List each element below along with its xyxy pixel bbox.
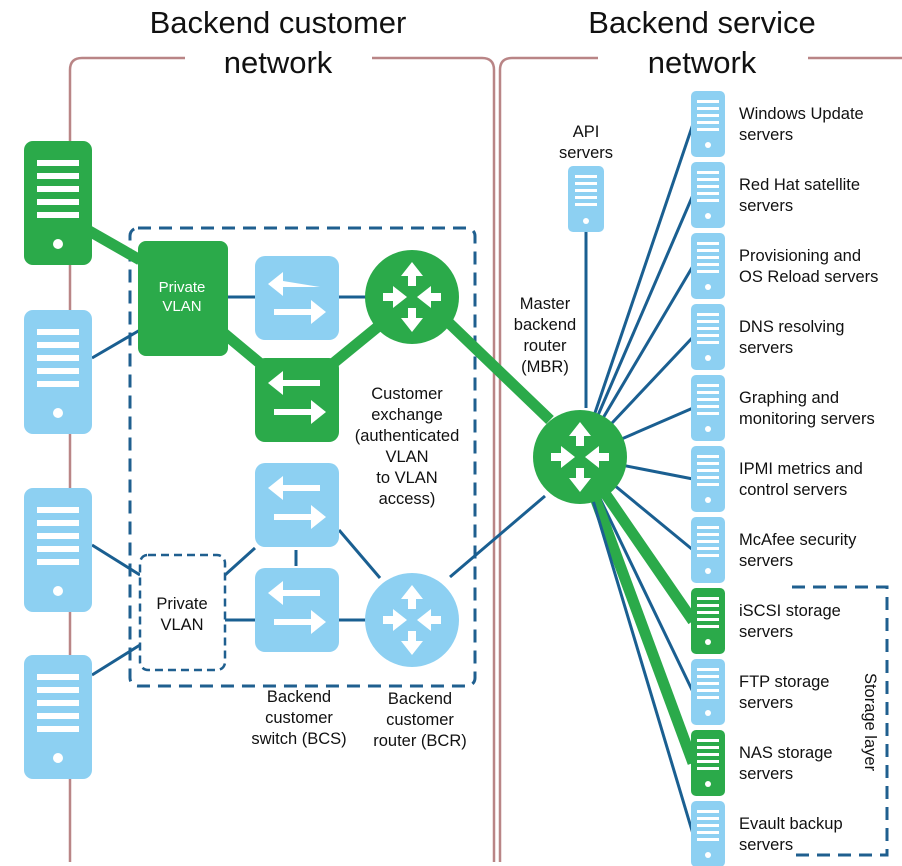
switch-1[interactable] <box>255 256 339 340</box>
customer-exchange-label-4: VLAN <box>385 448 428 466</box>
link-vlan2-switch3 <box>223 546 257 577</box>
mbr-router[interactable] <box>533 410 627 504</box>
service-network-title-line2: network <box>648 45 757 80</box>
mbr-label-4: (MBR) <box>521 358 569 376</box>
customer-exchange-label-2: exchange <box>371 406 443 424</box>
mbr-label-2: backend <box>514 316 576 334</box>
mcafee-servers[interactable] <box>691 517 725 583</box>
evault-backup-servers[interactable] <box>691 801 725 866</box>
nas-storage-servers-label-2: servers <box>739 765 793 783</box>
link-switch3-bcr <box>337 529 382 579</box>
iscsi-storage-servers-label-1: iSCSI storage <box>739 602 841 620</box>
bcs-label-2: customer <box>265 709 333 727</box>
ftp-storage-servers[interactable] <box>691 659 725 725</box>
customer-exchange-label-5: to VLAN <box>376 469 437 487</box>
api-server[interactable] <box>568 166 604 232</box>
private-vlan-top-label-2: VLAN <box>162 298 201 315</box>
dns-resolving-servers-label-2: servers <box>739 339 793 357</box>
red-hat-satellite-servers[interactable] <box>691 162 725 228</box>
red-hat-satellite-servers-label-2: servers <box>739 197 793 215</box>
mcafee-servers-label-2: servers <box>739 552 793 570</box>
link-mbr-windows-update-servers <box>578 123 695 458</box>
customer-server-2[interactable] <box>24 310 92 434</box>
private-vlan-top-label-1: Private <box>159 279 206 296</box>
iscsi-storage-servers-label-2: servers <box>739 623 793 641</box>
switch-3[interactable] <box>255 463 339 547</box>
dns-resolving-servers-label-1: DNS resolving <box>739 318 844 336</box>
mcafee-servers-label-1: McAfee security <box>739 531 857 549</box>
evault-backup-servers-label-1: Evault backup <box>739 815 843 833</box>
customer-network-title-line1: Backend customer <box>150 5 407 40</box>
bcr-label-2: customer <box>386 711 454 729</box>
dns-resolving-servers[interactable] <box>691 304 725 370</box>
mbr-label-1: Master <box>520 295 571 313</box>
link-server2-vlan <box>91 328 141 360</box>
green-link-router-mbr <box>444 318 554 424</box>
link-mbr-evault-backup-servers <box>578 456 695 835</box>
provisioning-servers-label-1: Provisioning and <box>739 247 861 265</box>
customer-exchange-label-6: access) <box>379 490 436 508</box>
customer-server-4[interactable] <box>24 655 92 779</box>
private-vlan-bottom-label-1: Private <box>156 595 207 613</box>
link-bcr-mbr <box>449 494 546 579</box>
windows-update-servers[interactable] <box>691 91 725 157</box>
bcs-label-1: Backend <box>267 688 331 706</box>
connections <box>67 215 588 677</box>
private-vlan-bottom-label-2: VLAN <box>160 616 203 634</box>
red-hat-satellite-servers-label-1: Red Hat satellite <box>739 176 860 194</box>
provisioning-servers-label-2: OS Reload servers <box>739 268 878 286</box>
graphing-monitoring-servers-label-2: monitoring servers <box>739 410 875 428</box>
bcr-label-3: router (BCR) <box>373 732 467 750</box>
switch-4[interactable] <box>255 568 339 652</box>
link-server3-vlan2 <box>91 543 141 577</box>
private-vlan-top[interactable] <box>138 241 228 356</box>
customer-router-top[interactable] <box>365 250 459 344</box>
iscsi-storage-servers[interactable] <box>691 588 725 654</box>
mbr-label-3: router <box>523 337 567 355</box>
link-mbr-nas-storage-servers <box>574 455 699 765</box>
customer-exchange-label-3: (authenticated <box>355 427 460 445</box>
switch-2[interactable] <box>255 358 339 442</box>
service-network-title-line1: Backend service <box>588 5 815 40</box>
nas-storage-servers-label-1: NAS storage <box>739 744 833 762</box>
bcs-label-3: switch (BCS) <box>251 730 346 748</box>
windows-update-servers-label-1: Windows Update <box>739 105 864 123</box>
customer-network-frame <box>68 56 496 862</box>
link-mbr-red-hat-satellite-servers <box>578 194 695 458</box>
storage-layer-boundary <box>792 585 889 857</box>
evault-backup-servers-label-2: servers <box>739 836 793 854</box>
bcr-router[interactable] <box>365 573 459 667</box>
bcr-label-1: Backend <box>388 690 452 708</box>
ftp-storage-servers-label-1: FTP storage <box>739 673 829 691</box>
customer-network-title-line2: network <box>224 45 333 80</box>
customer-server-3[interactable] <box>24 488 92 612</box>
service-network-frame <box>498 56 902 862</box>
storage-layer-label: Storage layer <box>861 673 879 772</box>
api-label-2: servers <box>559 144 613 162</box>
customer-exchange-label-1: Customer <box>371 385 443 403</box>
link-server4-vlan2 <box>91 643 141 677</box>
customer-server-1[interactable] <box>24 141 92 265</box>
graphing-monitoring-servers[interactable] <box>691 375 725 441</box>
provisioning-servers[interactable] <box>691 233 725 299</box>
ipmi-servers-label-1: IPMI metrics and <box>739 460 863 478</box>
nas-storage-servers[interactable] <box>691 730 725 796</box>
ipmi-servers-label-2: control servers <box>739 481 847 499</box>
windows-update-servers-label-2: servers <box>739 126 793 144</box>
ipmi-servers[interactable] <box>691 446 725 512</box>
ftp-storage-servers-label-2: servers <box>739 694 793 712</box>
api-label-1: API <box>573 123 600 141</box>
graphing-monitoring-servers-label-1: Graphing and <box>739 389 839 407</box>
private-vlan-bottom[interactable] <box>138 553 227 672</box>
